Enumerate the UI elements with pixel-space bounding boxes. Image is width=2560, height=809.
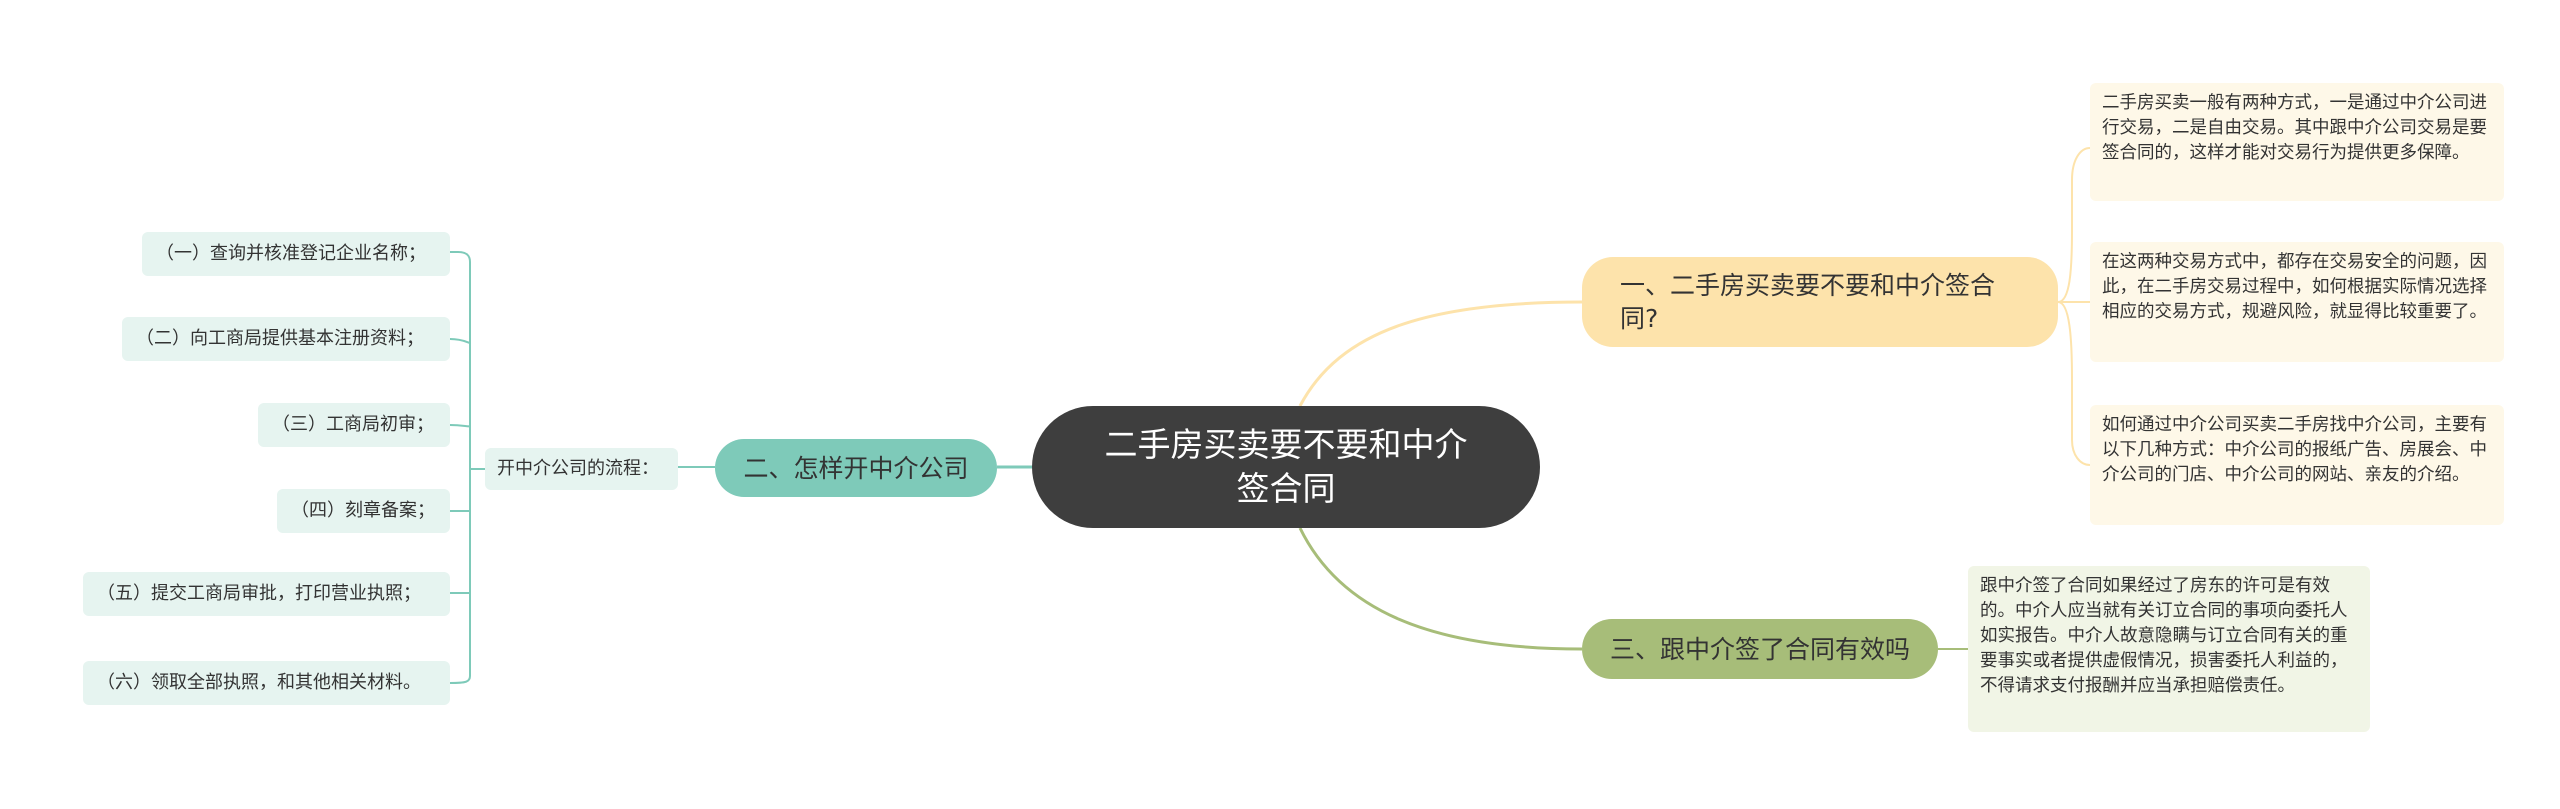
note-two-methods-text: 二手房买卖一般有两种方式，一是通过中介公司进行交易，二是自由交易。其中跟中介公司… bbox=[2102, 93, 2487, 163]
branch-open-agency[interactable]: 二、怎样开中介公司 bbox=[715, 439, 997, 497]
branch-need-contract-label: 一、二手房买卖要不要和中介签合同? bbox=[1620, 271, 1996, 333]
step-6-text: （六）领取全部执照，和其他相关材料。 bbox=[97, 672, 421, 693]
connector-steps-bracket bbox=[469, 262, 485, 676]
branch-contract-valid[interactable]: 三、跟中介签了合同有效吗 bbox=[1582, 619, 1938, 679]
step-5[interactable]: （五）提交工商局审批，打印营业执照； bbox=[83, 572, 450, 616]
connector-branch1-note1 bbox=[2057, 147, 2091, 303]
note-contract-validity[interactable]: 跟中介签了合同如果经过了房东的许可是有效的。中介人应当就有关订立合同的事项向委托… bbox=[1968, 566, 2370, 732]
step-2-text: （二）向工商局提供基本注册资料； bbox=[136, 328, 424, 349]
note-find-agency-text: 如何通过中介公司买卖二手房找中介公司，主要有以下几种方式：中介公司的报纸广告、房… bbox=[2102, 415, 2487, 485]
connector-center-branch1 bbox=[1298, 300, 1583, 407]
note-find-agency[interactable]: 如何通过中介公司买卖二手房找中介公司，主要有以下几种方式：中介公司的报纸广告、房… bbox=[2090, 405, 2504, 525]
note-two-methods[interactable]: 二手房买卖一般有两种方式，一是通过中介公司进行交易，二是自由交易。其中跟中介公司… bbox=[2090, 83, 2504, 201]
connector-center-branch3 bbox=[1298, 527, 1583, 651]
agency-process-label-text: 开中介公司的流程： bbox=[497, 458, 659, 479]
note-transaction-safety[interactable]: 在这两种交易方式中，都存在交易安全的问题，因此，在二手房交易过程中，如何根据实际… bbox=[2090, 242, 2504, 362]
step-5-text: （五）提交工商局审批，打印营业执照； bbox=[97, 583, 421, 604]
branch-open-agency-label: 二、怎样开中介公司 bbox=[743, 453, 969, 483]
step-3[interactable]: （三）工商局初审； bbox=[258, 403, 450, 447]
central-topic-label: 二手房买卖要不要和中介签合同 bbox=[1104, 425, 1468, 508]
step-4-text: （四）刻章备案； bbox=[291, 500, 435, 521]
step-2[interactable]: （二）向工商局提供基本注册资料； bbox=[122, 317, 450, 361]
connector-branch1-note3 bbox=[2057, 301, 2091, 466]
branch-need-contract[interactable]: 一、二手房买卖要不要和中介签合同? bbox=[1582, 257, 2058, 347]
step-1-text: （一）查询并核准登记企业名称； bbox=[156, 243, 426, 264]
step-3-text: （三）工商局初审； bbox=[272, 414, 434, 435]
note-transaction-safety-text: 在这两种交易方式中，都存在交易安全的问题，因此，在二手房交易过程中，如何根据实际… bbox=[2102, 252, 2487, 322]
step-4[interactable]: （四）刻章备案； bbox=[277, 489, 450, 533]
branch-contract-valid-label: 三、跟中介签了合同有效吗 bbox=[1609, 634, 1910, 664]
central-topic[interactable]: 二手房买卖要不要和中介签合同 bbox=[1032, 406, 1540, 528]
agency-process-label[interactable]: 开中介公司的流程： bbox=[485, 448, 678, 490]
step-6[interactable]: （六）领取全部执照，和其他相关材料。 bbox=[83, 661, 450, 705]
step-1[interactable]: （一）查询并核准登记企业名称； bbox=[142, 232, 450, 276]
note-contract-validity-text: 跟中介签了合同如果经过了房东的许可是有效的。中介人应当就有关订立合同的事项向委托… bbox=[1980, 576, 2348, 696]
